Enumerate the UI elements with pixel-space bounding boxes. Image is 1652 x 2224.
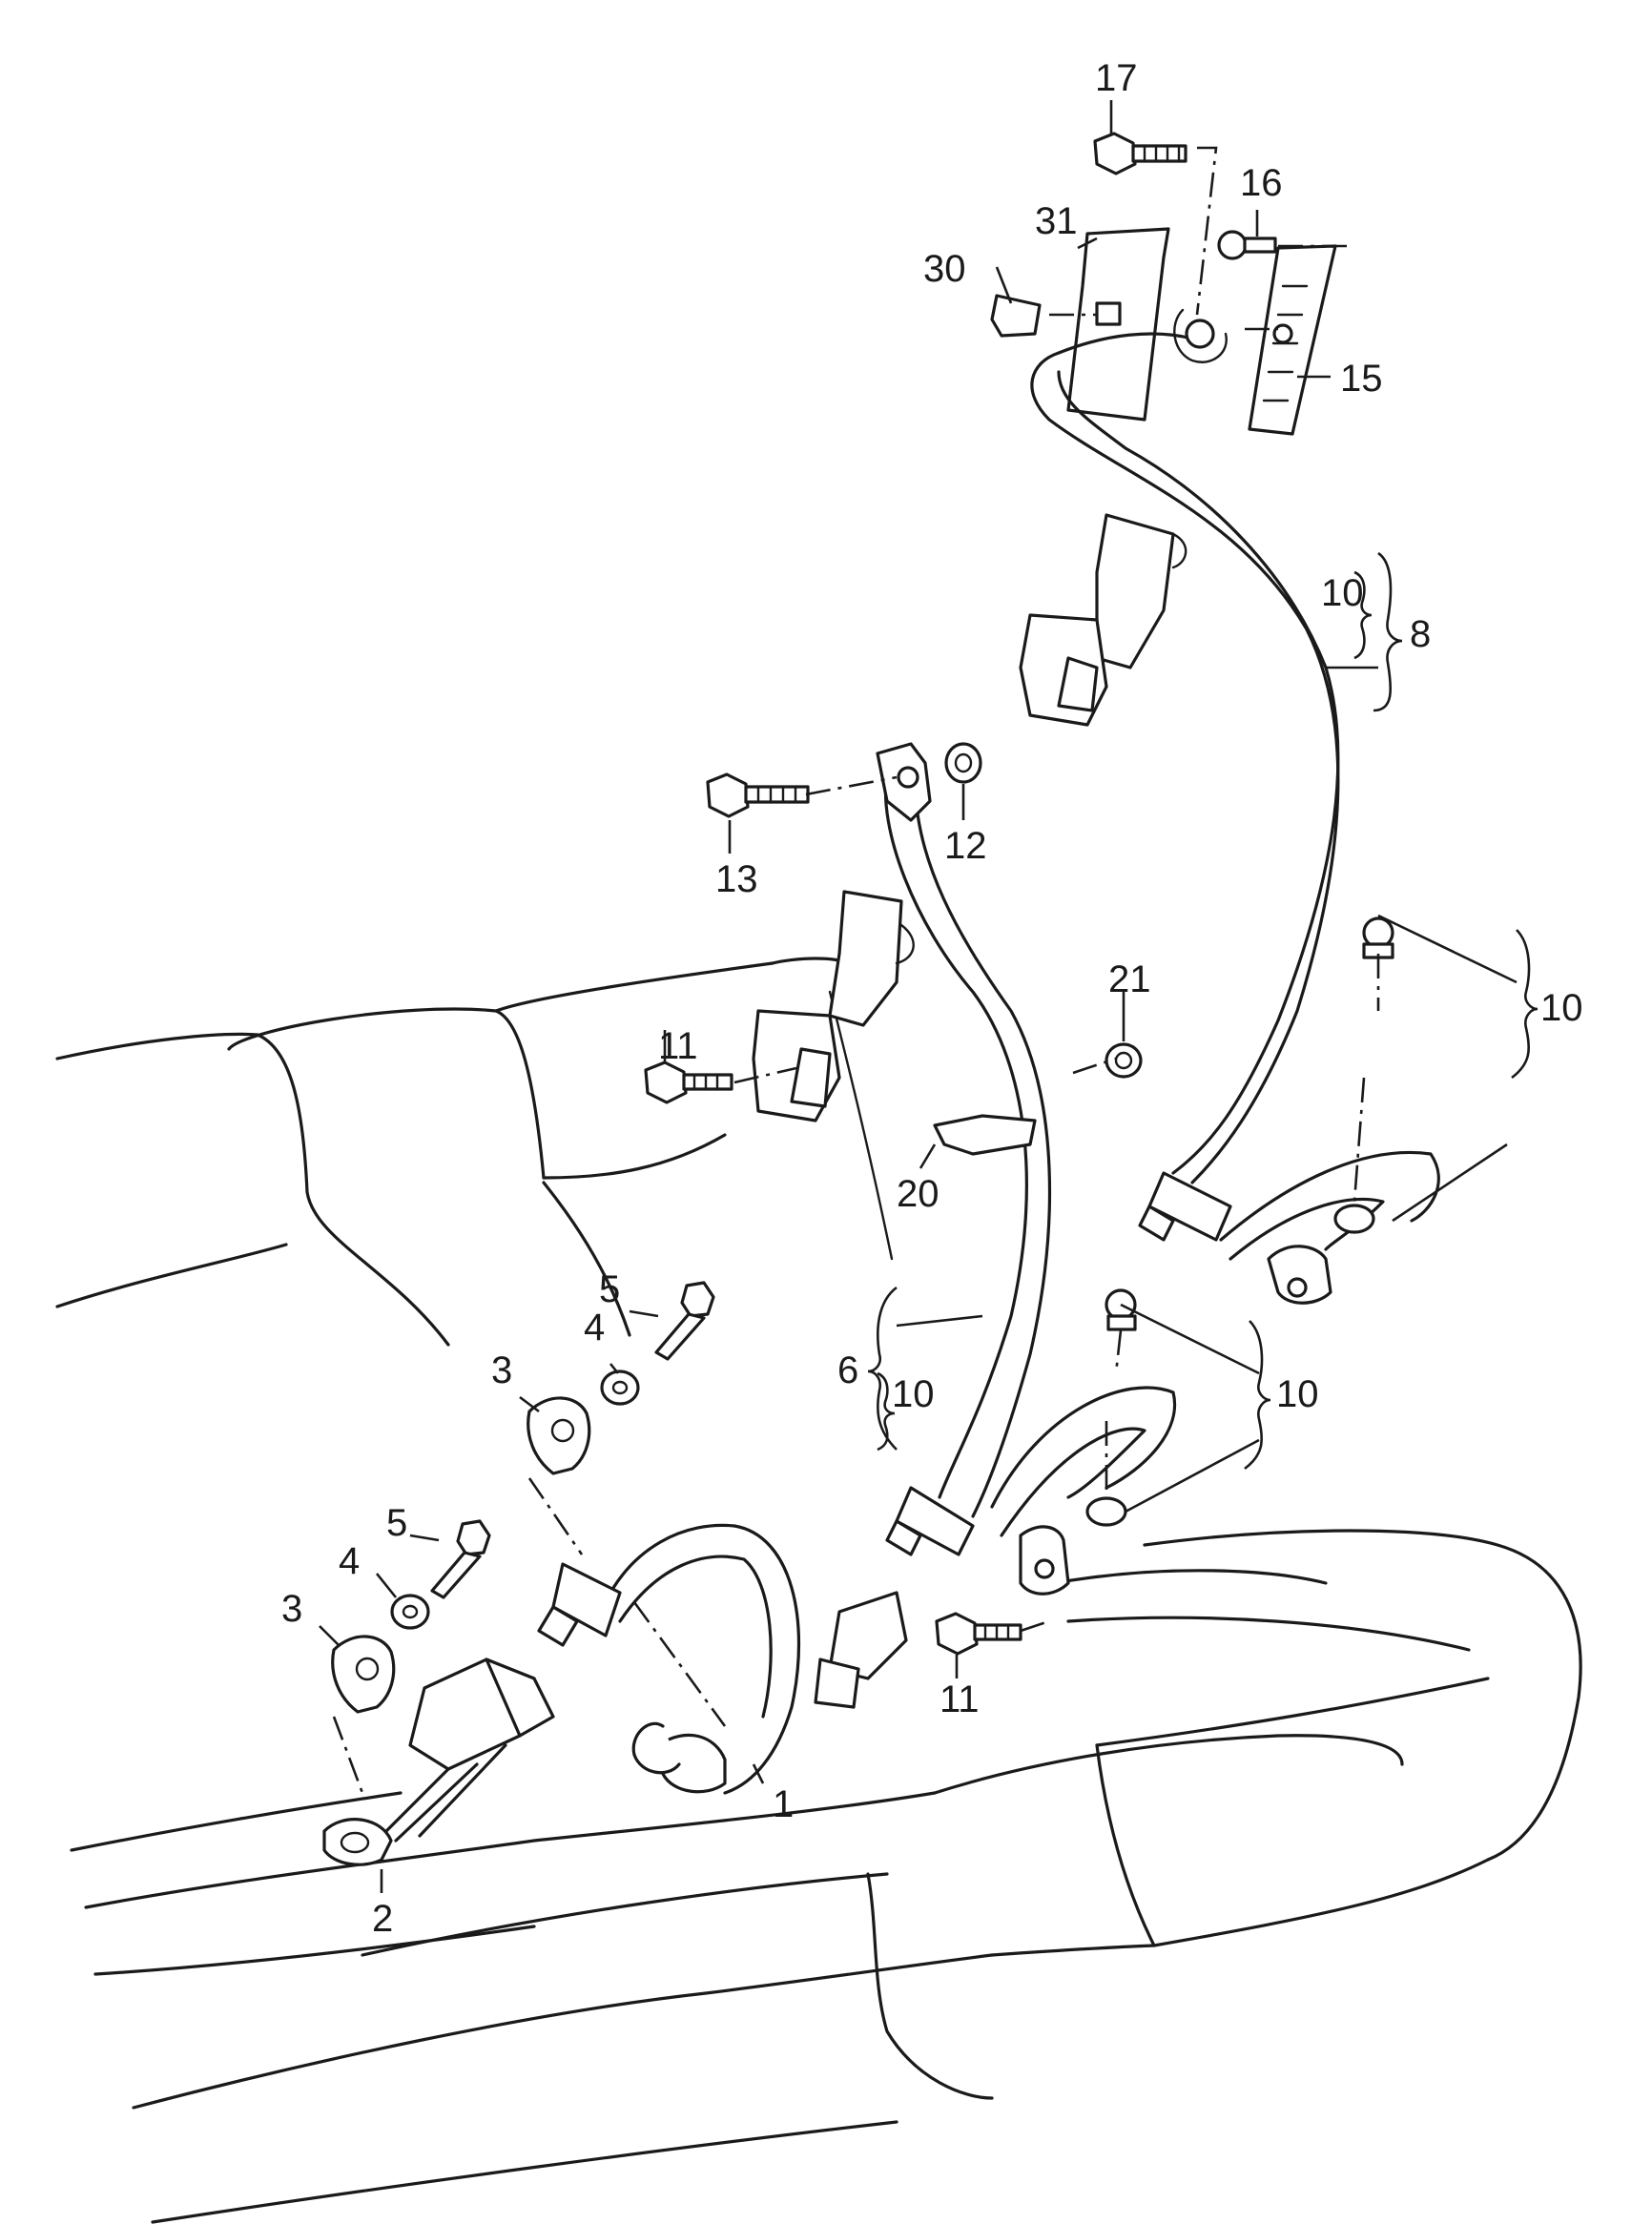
callout-30: 30: [923, 248, 966, 290]
callout-13: 13: [715, 858, 758, 900]
callout-11-lower: 11: [940, 1678, 980, 1720]
anchor-plate-3-upper: [527, 1396, 591, 1475]
callout-labels: 17 16 31 30 15 10 8 13 12 21 10 11 20 5 …: [281, 57, 1583, 1940]
upper-belt-tongue: [1147, 1171, 1232, 1242]
height-adjuster-rail: [1248, 244, 1337, 436]
middle-belt-tongue: [895, 1486, 975, 1556]
middle-belt-assembly: [752, 742, 1177, 1596]
anchor-plate-3-lower: [331, 1635, 396, 1714]
assembly-lines: [332, 146, 1380, 1794]
callout-10-right-lower: 10: [1276, 1373, 1319, 1415]
bolt-11-lower: [935, 1612, 1022, 1656]
callout-8: 8: [1410, 613, 1431, 655]
callout-3-lower: 3: [281, 1588, 302, 1630]
buckle-2: [322, 1658, 555, 1866]
washer-4-upper: [600, 1369, 640, 1406]
bolt-11-upper: [644, 1061, 733, 1104]
callout-20: 20: [897, 1173, 940, 1215]
callout-15: 15: [1340, 358, 1383, 400]
callout-16: 16: [1240, 162, 1283, 204]
screw-16: [1217, 230, 1277, 260]
callout-4-lower: 4: [339, 1540, 360, 1582]
callout-10-middle: 10: [892, 1373, 935, 1415]
callout-5-upper: 5: [599, 1268, 620, 1310]
callout-1: 1: [773, 1783, 794, 1825]
cap: [990, 294, 1042, 338]
callout-31: 31: [1035, 200, 1078, 242]
callout-6: 6: [837, 1349, 858, 1391]
washer-4-lower: [390, 1594, 430, 1630]
callout-2: 2: [372, 1898, 393, 1940]
callout-4-upper: 4: [584, 1307, 605, 1349]
rear-seat-backrest: [55, 957, 894, 1347]
lap-belt-1: [537, 1523, 908, 1795]
callout-5-lower: 5: [386, 1502, 407, 1544]
bolt-5-lower: [430, 1519, 491, 1599]
washer-21: [1105, 1042, 1143, 1079]
bolt-13: [706, 772, 810, 818]
bolt-17: [1093, 132, 1187, 175]
belt-guide: [933, 1114, 1037, 1156]
upper-retractor: [1095, 513, 1175, 669]
callout-17: 17: [1095, 57, 1138, 99]
nut-12: [944, 742, 982, 784]
callout-11-upper: 11: [658, 1025, 698, 1067]
cover-slot: [1095, 301, 1122, 326]
callout-3-upper: 3: [491, 1349, 512, 1391]
rear-seat-cushion: [70, 1529, 1582, 2224]
callout-10-upper: 10: [1321, 572, 1364, 614]
leader-lines: [319, 100, 1518, 1893]
braces: [867, 551, 1538, 1471]
middle-retractor: [828, 890, 903, 1027]
bolt-5-upper: [654, 1281, 715, 1361]
callout-12: 12: [944, 825, 987, 867]
callout-21: 21: [1108, 958, 1151, 1000]
callout-10-right-upper: 10: [1540, 987, 1583, 1029]
upper-belt-assembly: [990, 132, 1440, 1305]
